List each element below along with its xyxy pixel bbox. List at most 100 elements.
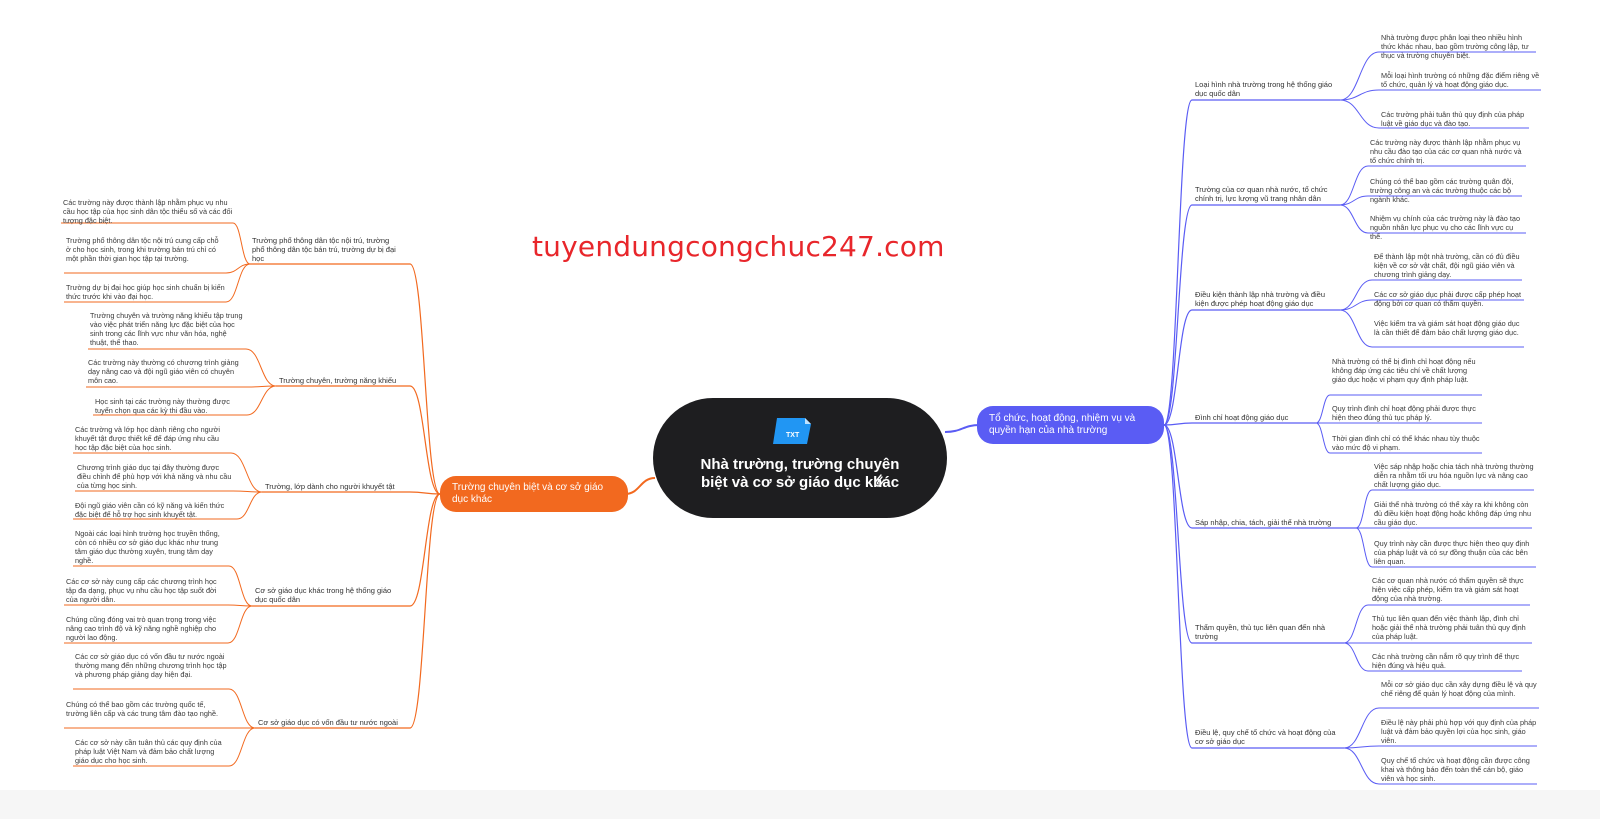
connector-line: [228, 727, 256, 767]
subtopic-authority-procedures[interactable]: Thẩm quyền, thủ tục liên quan đến nhà tr…: [1195, 623, 1326, 641]
connector-line: [232, 490, 263, 493]
leaf-item[interactable]: Các trường này được thành lập nhằm phục …: [63, 198, 233, 225]
leaf-item[interactable]: Mỗi loại hình trường có những đặc điểm r…: [1381, 71, 1540, 89]
connector-line: [624, 477, 656, 495]
bottom-scroll-band: [0, 790, 1600, 819]
leaf-item[interactable]: Thời gian đình chỉ có thể khác nhau tùy …: [1332, 434, 1480, 452]
connector-line: [1315, 394, 1331, 424]
subtopic-establishment-conditions[interactable]: Điều kiện thành lập nhà trường và điều k…: [1195, 290, 1326, 308]
txt-file-icon: TXT: [773, 418, 811, 444]
subtopic-merger-dissolution[interactable]: Sáp nhập, chia, tách, giải thể nhà trườn…: [1195, 518, 1332, 527]
connector-line: [1355, 489, 1373, 529]
connector-line: [409, 491, 441, 495]
subtopic-suspension[interactable]: Đình chỉ hoạt động giáo dục: [1195, 413, 1289, 422]
leaf-item[interactable]: Nhà trường được phân loại theo nhiều hìn…: [1381, 33, 1529, 60]
connector-line: [409, 385, 441, 495]
leaf-item[interactable]: Để thành lập một nhà trường, cần có đủ đ…: [1374, 252, 1520, 279]
connector-line: [1339, 204, 1369, 234]
leaf-item[interactable]: Chương trình giáo dục tại đây thường đượ…: [77, 463, 232, 490]
connector-line: [228, 688, 256, 729]
connector-line: [228, 565, 253, 607]
subtopic-ethnic-boarding-schools[interactable]: Trường phổ thông dân tộc nội trú, trường…: [252, 236, 396, 263]
connector-line: [1163, 424, 1193, 749]
paperclip-icon[interactable]: [872, 472, 886, 488]
connector-line: [1315, 422, 1331, 454]
subtopic-state-schools[interactable]: Trường của cơ quan nhà nước, tổ chức chí…: [1195, 185, 1328, 203]
connector-line: [232, 222, 251, 265]
leaf-item[interactable]: Các cơ sở giáo dục phải được cấp phép ho…: [1374, 290, 1522, 308]
subtopic-other-institutions[interactable]: Cơ sở giáo dục khác trong hệ thống giáo …: [255, 586, 392, 604]
leaf-item[interactable]: Các cơ sở này cần tuân thủ các quy định …: [75, 738, 222, 765]
leaf-item[interactable]: Việc kiểm tra và giám sát hoạt động giáo…: [1374, 319, 1520, 337]
leaf-item[interactable]: Quy chế tổ chức và hoạt động cần được cô…: [1381, 756, 1530, 783]
connector-line: [1339, 89, 1380, 101]
connector-line: [409, 493, 441, 729]
leaf-item[interactable]: Chúng cũng đóng vai trò quan trọng trong…: [66, 615, 217, 642]
leaf-item[interactable]: Các trường này được thành lập nhằm phục …: [1370, 138, 1522, 165]
connector-line: [1343, 747, 1380, 785]
leaf-item[interactable]: Các trường này thường có chương trình gi…: [88, 358, 239, 385]
connector-line: [1343, 642, 1369, 672]
leaf-item[interactable]: Ngoài các loại hình trường học truyền th…: [75, 529, 220, 565]
central-topic-title: Nhà trường, trường chuyên biệt và cơ sở …: [700, 456, 900, 491]
leaf-item[interactable]: Mỗi cơ sở giáo dục cần xây dựng điều lệ …: [1381, 680, 1537, 698]
subtopic-foreign-invested[interactable]: Cơ sở giáo dục có vốn đầu tư nước ngoài: [258, 718, 398, 727]
leaf-item[interactable]: Các cơ sở này cung cấp các chương trình …: [66, 577, 217, 604]
leaf-item[interactable]: Quy trình này cần được thực hiện theo qu…: [1374, 539, 1530, 566]
connector-line: [1163, 309, 1193, 426]
svg-text:TXT: TXT: [786, 432, 800, 439]
connector-line: [227, 604, 253, 607]
connector-line: [1343, 745, 1380, 749]
leaf-item[interactable]: Chúng có thể bao gồm các trường quân đội…: [1370, 177, 1514, 204]
connector-line: [1339, 165, 1369, 206]
leaf-item[interactable]: Trường chuyên và trường năng khiếu tập t…: [90, 311, 243, 347]
subtopic-school-types[interactable]: Loại hình nhà trường trong hệ thống giáo…: [1195, 80, 1333, 98]
leaf-item[interactable]: Trường dự bị đại học giúp học sinh chuẩn…: [66, 283, 225, 301]
connector-line: [225, 263, 251, 303]
connector-line: [246, 385, 277, 416]
main-topic-organization[interactable]: Tổ chức, hoạt động, nhiệm vụ và quyền hạ…: [977, 406, 1164, 444]
leaf-item[interactable]: Nhà trường có thể bị đình chỉ hoạt động …: [1332, 357, 1476, 384]
connector-line: [1339, 195, 1369, 206]
connector-line: [1339, 51, 1380, 101]
leaf-item[interactable]: Nhiệm vụ chính của các trường này là đào…: [1370, 214, 1521, 241]
connector-line: [1163, 99, 1193, 426]
leaf-item[interactable]: Các cơ sở giáo dục có vốn đầu tư nước ng…: [75, 652, 227, 679]
leaf-item[interactable]: Các nhà trường cần nắm rõ quy trình để t…: [1372, 652, 1520, 670]
central-topic[interactable]: TXT Nhà trường, trường chuyên biệt và cơ…: [653, 398, 947, 518]
leaf-item[interactable]: Đội ngũ giáo viên cần có kỹ năng và kiến…: [75, 501, 225, 519]
leaf-item[interactable]: Thủ tục liên quan đến việc thành lập, đì…: [1372, 614, 1526, 641]
subtopic-disability-schools[interactable]: Trường, lớp dành cho người khuyết tật: [265, 482, 395, 491]
connector-line: [1339, 279, 1373, 311]
leaf-item[interactable]: Quy trình đình chỉ hoạt động phải được t…: [1332, 404, 1476, 422]
connector-line: [409, 493, 441, 607]
connector-line: [1163, 204, 1193, 426]
connector-line: [230, 452, 263, 493]
leaf-item[interactable]: Trường phổ thông dân tộc nội trú cung cấ…: [66, 236, 219, 263]
connector-line: [1339, 299, 1373, 311]
connector-line: [1339, 99, 1380, 129]
leaf-item[interactable]: Chúng có thể bao gồm các trường quốc tế,…: [66, 700, 219, 718]
connector-line: [1163, 422, 1193, 426]
leaf-item[interactable]: Các trường và lớp học dành riêng cho ngư…: [75, 425, 221, 452]
leaf-item[interactable]: Điều lệ này phải phù hợp với quy định củ…: [1381, 718, 1537, 745]
connector-line: [227, 605, 253, 644]
leaf-item[interactable]: Việc sáp nhập hoặc chia tách nhà trường …: [1374, 462, 1534, 489]
connector-line: [409, 263, 441, 495]
subtopic-gifted-schools[interactable]: Trường chuyên, trường năng khiếu: [279, 376, 397, 385]
connector-line: [1339, 309, 1373, 348]
connector-line: [1355, 527, 1373, 568]
connector-line: [245, 348, 277, 387]
connector-line: [236, 491, 263, 520]
leaf-item[interactable]: Các trường phải tuân thủ quy định của ph…: [1381, 110, 1525, 128]
leaf-item[interactable]: Học sinh tại các trường này thường được …: [95, 397, 230, 415]
main-topic-special-schools[interactable]: Trường chuyên biệt và cơ sở giáo dục khá…: [440, 476, 628, 512]
leaf-item[interactable]: Giải thể nhà trường có thể xảy ra khi kh…: [1374, 500, 1532, 527]
subtopic-charter-regulations[interactable]: Điều lệ, quy chế tổ chức và hoạt động củ…: [1195, 728, 1336, 746]
connector-line: [944, 424, 981, 433]
connector-line: [1343, 604, 1369, 644]
connector-line: [1343, 707, 1380, 749]
leaf-item[interactable]: Các cơ quan nhà nước có thẩm quyền sẽ th…: [1372, 576, 1524, 603]
